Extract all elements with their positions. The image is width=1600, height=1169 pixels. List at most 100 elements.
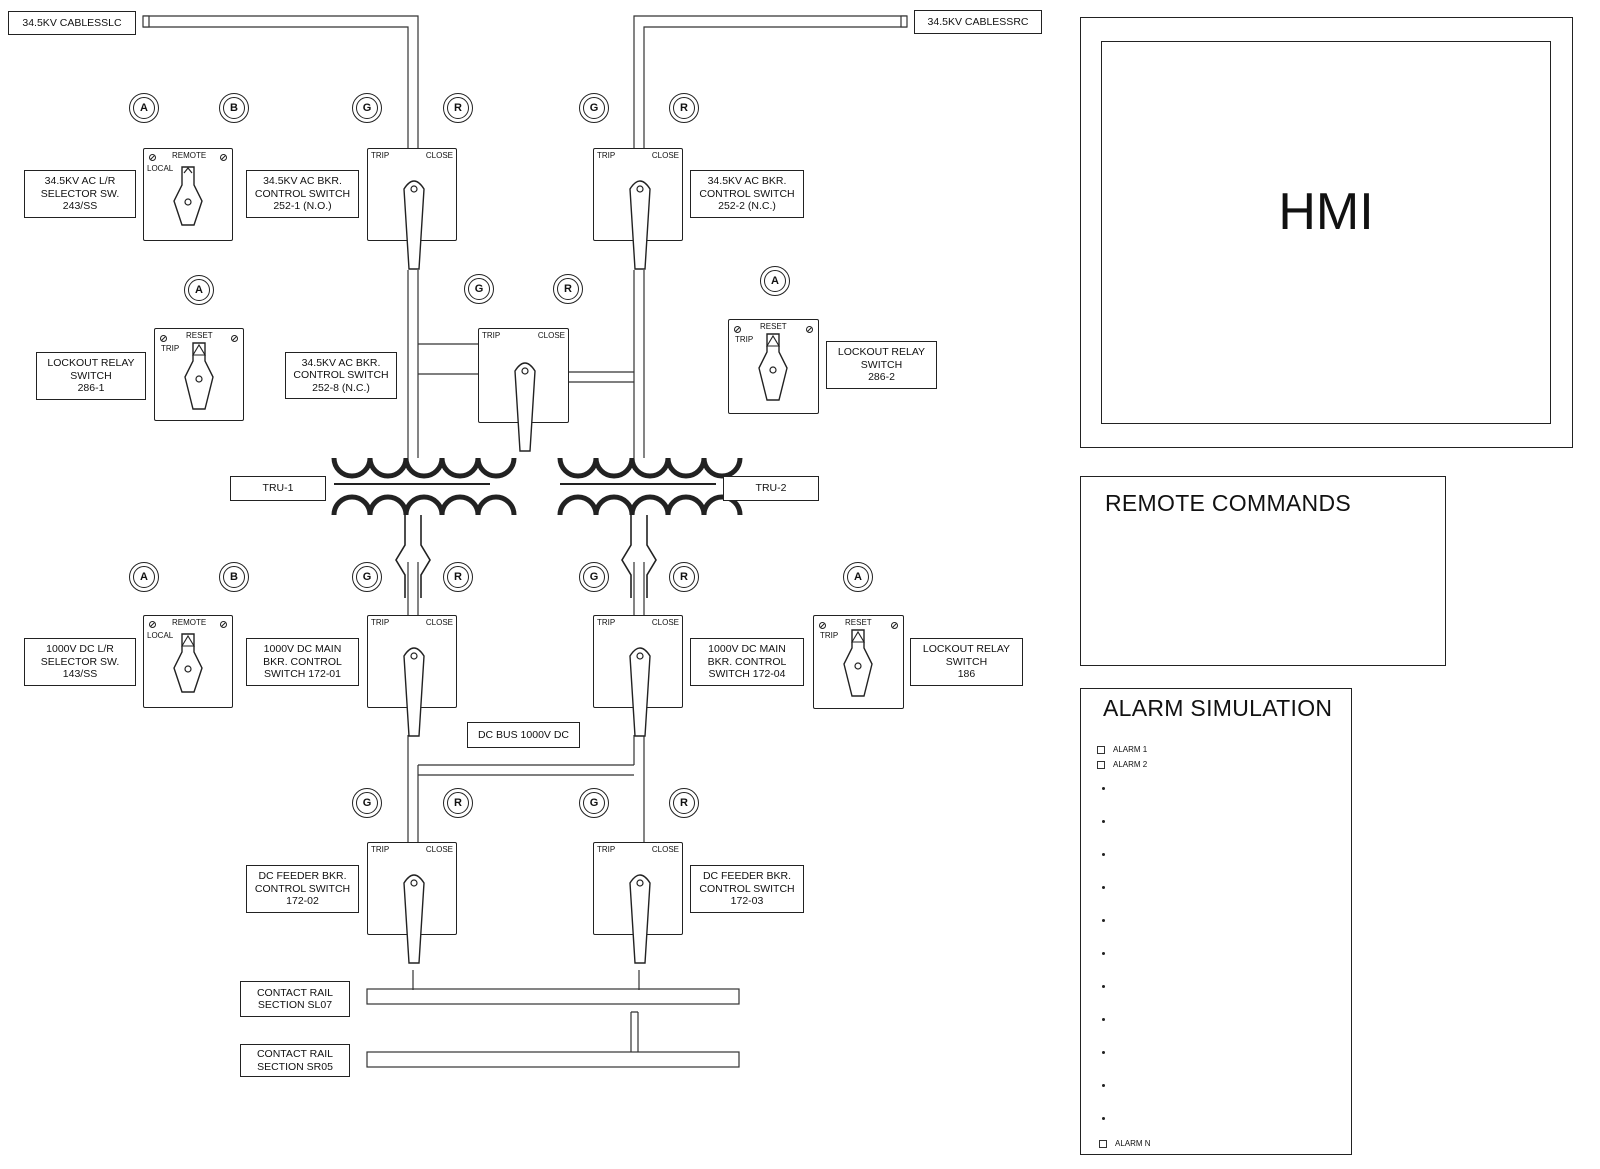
ac-lr-selector-switch[interactable]: REMOTE LOCAL <box>143 148 233 241</box>
indicator-r-172-03: R <box>669 788 699 818</box>
dc-bus-right-drop <box>633 735 645 842</box>
selector-knob-icon[interactable] <box>168 630 208 706</box>
bullet <box>1102 820 1105 823</box>
indicator-g-172-04: G <box>579 562 609 592</box>
label-tru-2: TRU-2 <box>723 476 819 501</box>
bullet <box>1102 952 1105 955</box>
indicator-r-252-2: R <box>669 93 699 123</box>
dc-lr-selector-switch[interactable]: REMOTE LOCAL <box>143 615 233 708</box>
breaker-handle-icon[interactable] <box>620 173 660 273</box>
indicator-a-ac-selector: A <box>129 93 159 123</box>
alarm-simulation-panel: ALARM SIMULATION ALARM 1 ALARM 2 ALARM N <box>1080 688 1352 1155</box>
indicator-a-dc-selector: A <box>129 562 159 592</box>
cable-src-line-outer <box>633 15 907 148</box>
indicator-r-172-02: R <box>443 788 473 818</box>
indicator-r-172-01: R <box>443 562 473 592</box>
indicator-b-dc-selector: B <box>219 562 249 592</box>
contact-rail-sr05 <box>366 1051 740 1068</box>
breaker-switch-252-1[interactable]: TRIP CLOSE <box>367 148 457 270</box>
alarm-1-row[interactable]: ALARM 1 <box>1097 745 1147 754</box>
breaker-switch-172-03[interactable]: TRIP CLOSE <box>593 842 683 964</box>
alarm-2-row[interactable]: ALARM 2 <box>1097 760 1147 769</box>
bullet <box>1102 1084 1105 1087</box>
breaker-switch-172-01[interactable]: TRIP CLOSE <box>367 615 457 737</box>
bullet <box>1102 886 1105 889</box>
bullet <box>1102 1117 1105 1120</box>
cable-label-slc: 34.5KV CABLESSLC <box>8 11 136 35</box>
indicator-r-252-8: R <box>553 274 583 304</box>
indicator-a-286-2: A <box>760 266 790 296</box>
breaker-handle-icon[interactable] <box>394 173 434 273</box>
indicator-r-172-04: R <box>669 562 699 592</box>
cable-src-line-inner <box>643 26 907 148</box>
lockout-knob-icon[interactable] <box>753 330 793 410</box>
breaker-switch-252-8[interactable]: TRIP CLOSE <box>478 328 569 452</box>
breaker-handle-icon[interactable] <box>505 355 545 455</box>
lockout-relay-switch-286-2[interactable]: RESET TRIP <box>728 319 819 414</box>
alarm-n-label: ALARM N <box>1115 1139 1151 1148</box>
lockout-relay-switch-286-1[interactable]: RESET TRIP <box>154 328 244 421</box>
indicator-r-252-1: R <box>443 93 473 123</box>
bullet <box>1102 985 1105 988</box>
breaker-handle-icon[interactable] <box>394 640 434 740</box>
alarm-n-row[interactable]: ALARM N <box>1099 1139 1151 1148</box>
alarm-simulation-title: ALARM SIMULATION <box>1103 695 1333 721</box>
indicator-g-252-8: G <box>464 274 494 304</box>
bullet <box>1102 1051 1105 1054</box>
hmi-title: HMI <box>1278 183 1374 241</box>
breaker-switch-172-02[interactable]: TRIP CLOSE <box>367 842 457 964</box>
alarm-2-checkbox[interactable] <box>1097 760 1105 769</box>
label-dc-bus: DC BUS 1000V DC <box>467 722 580 748</box>
alarm-1-checkbox[interactable] <box>1097 745 1105 754</box>
contact-rail-sl07 <box>366 988 740 1005</box>
hmi-panel: HMI <box>1080 17 1573 448</box>
tru-2-transformer <box>557 457 743 516</box>
indicator-b-ac-selector: B <box>219 93 249 123</box>
selector-knob-icon[interactable] <box>168 163 208 239</box>
label-tru-1: TRU-1 <box>230 476 326 501</box>
alarm-n-checkbox[interactable] <box>1099 1139 1107 1148</box>
tie-right <box>569 371 634 383</box>
dc-left-vertical-top <box>407 562 419 618</box>
breaker-handle-icon[interactable] <box>394 867 434 967</box>
breaker-handle-icon[interactable] <box>620 867 660 967</box>
bullet <box>1102 919 1105 922</box>
tie-left <box>418 343 478 375</box>
cable-slc-line-outer <box>143 15 419 148</box>
indicator-a-286-1: A <box>184 275 214 305</box>
bullet <box>1102 787 1105 790</box>
alarm-2-label: ALARM 2 <box>1113 760 1148 769</box>
dc-right-vertical-top <box>633 562 645 618</box>
lockout-relay-switch-186[interactable]: RESET TRIP <box>813 615 904 709</box>
bullet <box>1102 853 1105 856</box>
lockout-knob-icon[interactable] <box>179 339 219 419</box>
tru-1-transformer <box>331 457 517 516</box>
lockout-knob-icon[interactable] <box>838 626 878 706</box>
feed-right-vertical <box>633 270 645 458</box>
indicator-g-172-01: G <box>352 562 382 592</box>
breaker-handle-icon[interactable] <box>620 640 660 740</box>
cable-label-src-text: 34.5KV CABLESSRC <box>927 15 1029 28</box>
breaker-switch-252-2[interactable]: TRIP CLOSE <box>593 148 683 270</box>
tru-outputs <box>395 515 657 598</box>
breaker-switch-172-04[interactable]: TRIP CLOSE <box>593 615 683 737</box>
indicator-g-252-2: G <box>579 93 609 123</box>
remote-commands-title: REMOTE COMMANDS <box>1105 490 1351 516</box>
dc-bus-left-drop <box>407 735 419 842</box>
dc-bus-line <box>418 764 634 776</box>
cable-label-src: 34.5KV CABLESSRC <box>914 10 1042 34</box>
hmi-screen[interactable]: HMI <box>1101 41 1551 424</box>
